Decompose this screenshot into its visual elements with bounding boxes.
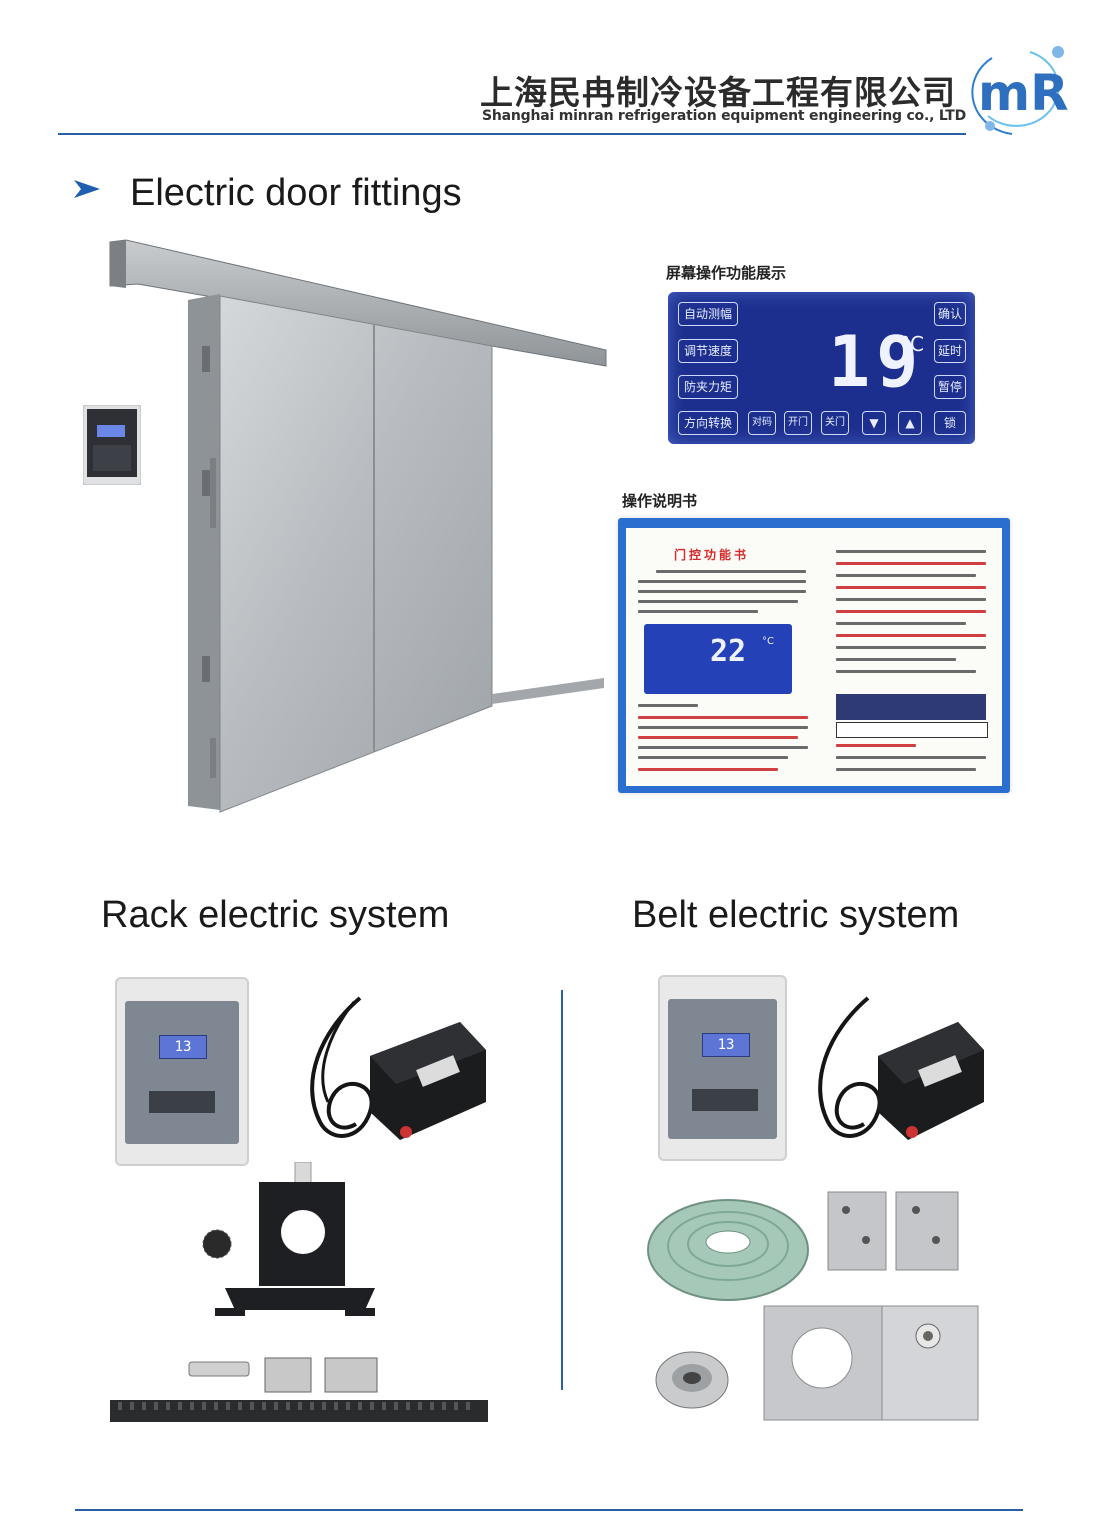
footer-divider <box>75 1509 1023 1511</box>
sliding-door-image <box>109 239 607 813</box>
manual-title: 门控功能书 <box>674 548 750 562</box>
belt-controller-box-image: 13 <box>658 975 787 1161</box>
section-title: Electric door fittings <box>130 172 462 214</box>
manual-caption: 操作说明书 <box>622 492 698 510</box>
belt-system-title: Belt electric system <box>632 894 960 936</box>
rack-controller-display: 13 <box>159 1035 207 1059</box>
lcd-button-anti-pinch[interactable]: 防夹力矩 <box>678 375 738 399</box>
manual-mini-lcd: 22 °C <box>644 624 792 694</box>
company-name-en: Shanghai minran refrigeration equipment … <box>482 108 967 124</box>
lcd-temperature: 19 <box>828 321 925 403</box>
lcd-caption: 屏幕操作功能展示 <box>666 264 787 282</box>
operation-manual-image: 门控功能书 22 °C <box>618 518 1010 793</box>
rack-clips-image <box>188 1357 378 1393</box>
lcd-button-pair[interactable]: 对码 <box>748 411 776 435</box>
header-divider <box>58 133 966 135</box>
lcd-button-up[interactable]: ▲ <box>898 411 922 435</box>
belt-l-brackets-image <box>827 1191 959 1271</box>
lcd-button-speed[interactable]: 调节速度 <box>678 339 738 363</box>
terminal-table <box>836 722 988 738</box>
lcd-button-lock[interactable]: 锁 <box>934 411 966 435</box>
belt-motor-image <box>818 996 984 1140</box>
timing-belt-roll-image <box>647 1199 809 1301</box>
gear-rack-image <box>110 1400 488 1422</box>
vertical-divider <box>561 990 563 1390</box>
lcd-button-direction[interactable]: 方向转换 <box>678 411 738 435</box>
rack-mounting-bracket-image <box>202 1162 375 1316</box>
wall-controller-image <box>83 405 141 485</box>
lcd-control-panel: 自动测幅 调节速度 防夹力矩 方向转换 确认 延时 暂停 对码 开门 关门 ▼ … <box>668 292 975 444</box>
lcd-button-auto-measure[interactable]: 自动测幅 <box>678 302 738 326</box>
terminal-strip-diagram <box>836 694 986 720</box>
manual-mini-unit: °C <box>762 636 774 647</box>
lcd-button-confirm[interactable]: 确认 <box>934 302 966 326</box>
lcd-button-close[interactable]: 关门 <box>821 411 849 435</box>
belt-pulley-image <box>655 1351 729 1409</box>
arrow-bullet-icon <box>74 180 100 198</box>
rack-system-title: Rack electric system <box>101 894 450 936</box>
logo-text: mR <box>978 64 1069 122</box>
company-name-cn: 上海民冉制冷设备工程有限公司 <box>480 73 956 112</box>
lcd-button-open[interactable]: 开门 <box>784 411 812 435</box>
manual-mini-temperature: 22 <box>710 634 747 669</box>
belt-controller-display: 13 <box>702 1033 750 1057</box>
lcd-button-pause[interactable]: 暂停 <box>934 375 966 399</box>
rack-controller-box-image: 13 <box>115 977 249 1166</box>
company-logo: mR <box>971 46 1069 135</box>
belt-motor-bracket-image <box>763 1305 979 1421</box>
rack-motor-image <box>310 996 486 1140</box>
lcd-temperature-unit: °C <box>900 332 924 356</box>
lcd-button-delay[interactable]: 延时 <box>934 339 966 363</box>
lcd-button-down[interactable]: ▼ <box>862 411 886 435</box>
